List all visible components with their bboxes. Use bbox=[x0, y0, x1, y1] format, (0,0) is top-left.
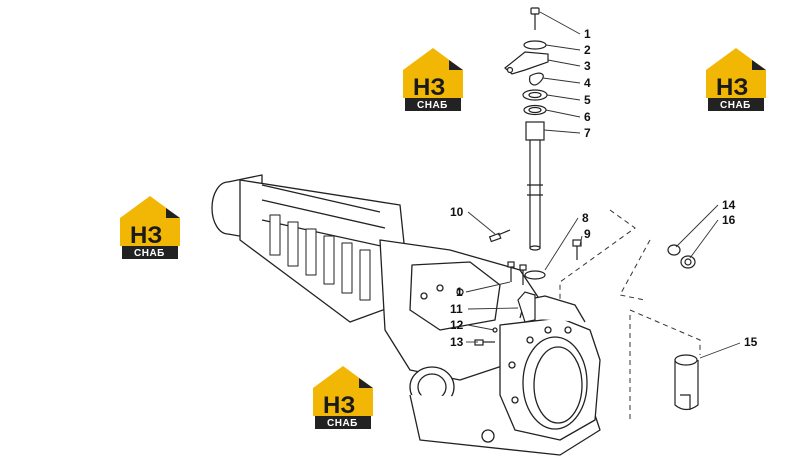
callout-labels: 1 2 3 4 5 6 7 8 9 10 1 11 12 13 14 16 15 bbox=[450, 27, 758, 349]
callout-13: 13 bbox=[450, 335, 464, 349]
watermark-logo-left: НЗ СНАБ bbox=[120, 196, 180, 259]
sleeve-15 bbox=[674, 354, 699, 411]
screw-13 bbox=[474, 339, 495, 346]
steering-lever bbox=[504, 51, 549, 75]
side-parts bbox=[667, 244, 699, 411]
callout-1-top: 1 bbox=[584, 27, 591, 41]
callout-14: 14 bbox=[722, 198, 736, 212]
callout-16: 16 bbox=[722, 213, 736, 227]
axle-housing bbox=[211, 174, 601, 456]
plug-14 bbox=[667, 244, 681, 256]
lower-bolts bbox=[507, 261, 527, 285]
callout-9: 9 bbox=[584, 227, 591, 241]
callout-7: 7 bbox=[584, 126, 591, 140]
callout-4: 4 bbox=[584, 76, 591, 90]
callout-5: 5 bbox=[584, 93, 591, 107]
svg-text:НЗ: НЗ bbox=[413, 74, 445, 101]
svg-text:СНАБ: СНАБ bbox=[327, 418, 358, 429]
assembly-guides bbox=[559, 209, 701, 420]
callout-leaders bbox=[465, 11, 741, 359]
top-bolt bbox=[530, 7, 540, 30]
callout-6: 6 bbox=[584, 110, 591, 124]
callout-15: 15 bbox=[744, 335, 758, 349]
callout-11: 11 bbox=[450, 302, 463, 316]
svg-text:НЗ: НЗ bbox=[716, 74, 748, 101]
kingpin-shaft bbox=[525, 121, 545, 251]
svg-text:НЗ: НЗ bbox=[323, 392, 355, 419]
svg-text:СНАБ: СНАБ bbox=[417, 100, 448, 111]
watermark-logo-bottom: НЗ СНАБ bbox=[313, 366, 373, 429]
callout-1-lower: 1 bbox=[456, 285, 463, 299]
watermark-logo-top-center: НЗ СНАБ bbox=[403, 48, 463, 111]
callout-12: 12 bbox=[450, 318, 464, 332]
watermark-logo-top-right: НЗ СНАБ bbox=[706, 48, 766, 111]
svg-text:СНАБ: СНАБ bbox=[134, 248, 165, 259]
callout-10: 10 bbox=[450, 205, 464, 219]
callout-8: 8 bbox=[582, 211, 589, 225]
screw-10 bbox=[488, 229, 511, 243]
svg-text:СНАБ: СНАБ bbox=[720, 100, 751, 111]
washer bbox=[523, 40, 547, 50]
bracket bbox=[517, 291, 536, 323]
grease-fitting bbox=[572, 239, 582, 260]
svg-text:НЗ: НЗ bbox=[130, 222, 162, 249]
callout-3: 3 bbox=[584, 59, 591, 73]
o-ring bbox=[524, 270, 546, 280]
callout-2: 2 bbox=[584, 43, 591, 57]
